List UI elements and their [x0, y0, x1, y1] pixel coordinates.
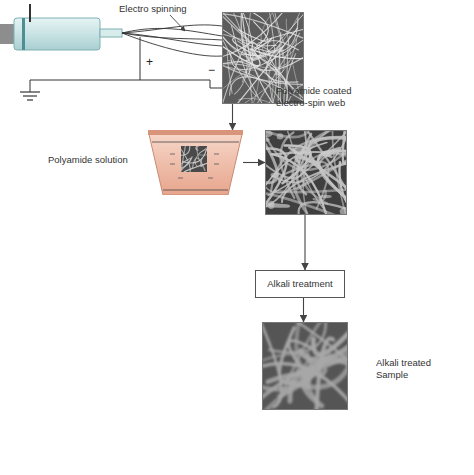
circuit-wire	[140, 80, 222, 88]
ground-symbol	[20, 92, 40, 100]
process-label: Alkali treatment	[267, 278, 332, 290]
polarity-sign: +	[146, 56, 153, 69]
leader-line	[170, 15, 185, 31]
sample-in-solution	[176, 141, 211, 176]
circuit-wire	[30, 37, 140, 92]
flow-arrow	[303, 298, 304, 322]
process-label: Polyamide solution	[48, 154, 144, 166]
electrode-wire	[29, 4, 31, 22]
jet-fibers	[122, 25, 222, 56]
syringe-body	[14, 18, 100, 50]
flow-arrow	[243, 162, 265, 163]
beaker-outline	[148, 130, 243, 195]
process-label: Alkali treated Sample	[376, 357, 456, 381]
flow-arrow	[304, 215, 305, 270]
process-label: Electro spinning	[119, 3, 219, 15]
sem-textures	[207, 0, 363, 423]
needle	[100, 29, 122, 37]
process-box: Alkali treatment	[255, 270, 345, 298]
beaker-shape: Polyamide solution	[148, 130, 243, 195]
polarity-sign: −	[208, 64, 215, 77]
sem-image: Polyamide coated electro-spin web	[265, 130, 347, 215]
plunger	[0, 24, 14, 44]
process-label: Polyamide coated electro-spin web	[276, 85, 376, 109]
sem-texture	[250, 114, 362, 231]
syringe-flange	[22, 18, 25, 50]
sem-texture	[245, 305, 360, 423]
sem-image: Alkali treated Sample	[262, 322, 348, 410]
flow-arrow	[232, 104, 233, 130]
